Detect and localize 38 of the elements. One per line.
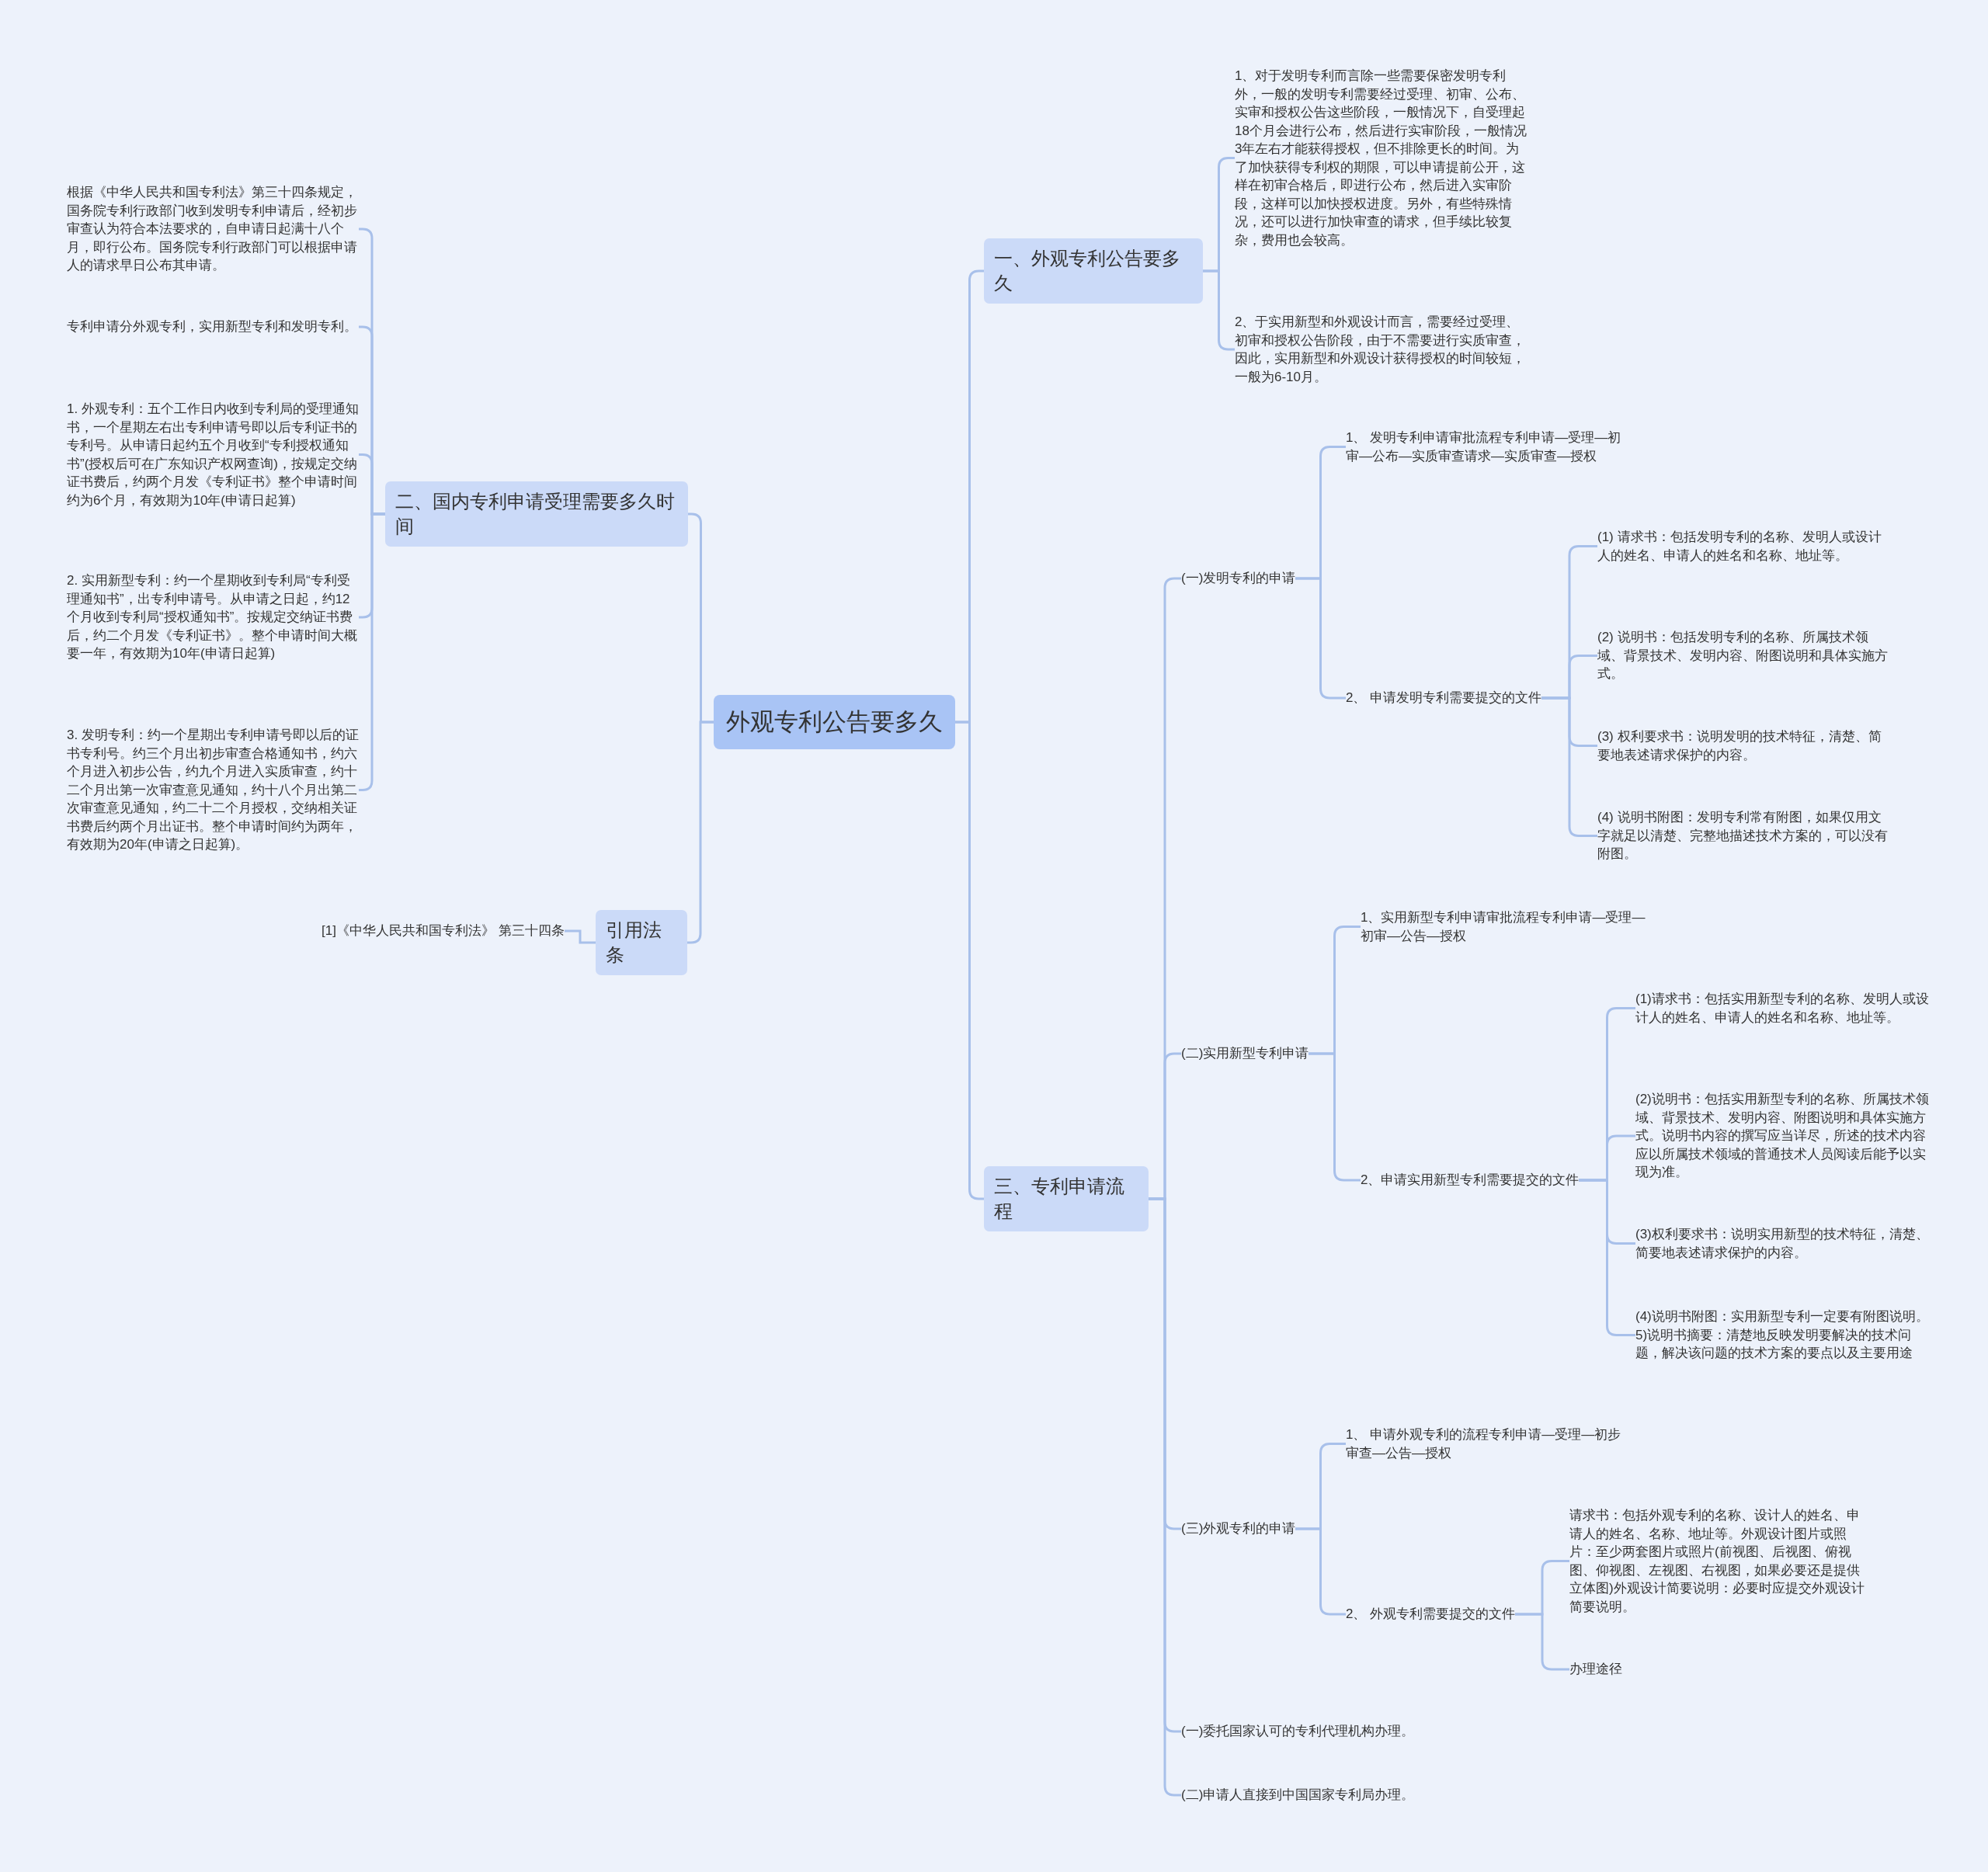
branch-text: (一)发明专利的申请 bbox=[1181, 569, 1296, 588]
topic-box: 二、国内专利申请受理需要多久时间 bbox=[385, 481, 688, 547]
branch-text: (3)权利要求书：说明实用新型的技术特征，清楚、简要地表述请求保护的内容。 bbox=[1635, 1225, 1931, 1262]
connector-line bbox=[1541, 696, 1597, 837]
connector-line bbox=[565, 929, 596, 944]
topic-box: 引用法条 bbox=[596, 910, 687, 975]
connector-line bbox=[1579, 1179, 1635, 1336]
connector-line bbox=[1515, 1613, 1569, 1671]
topic-box: 三、专利申请流程 bbox=[984, 1166, 1149, 1231]
central-topic-box: 外观专利公告要多久 bbox=[714, 695, 955, 749]
branch-text: (2) 说明书：包括发明专利的名称、所属技术领域、背景技术、发明内容、附图说明和具体实施方式。 bbox=[1597, 628, 1892, 683]
branch-text: 1、对于发明专利而言除一些需要保密发明专利外，一般的发明专利需要经过受理、初审、公布、实审和授权公告这些阶段，一般情况下，自受理起18个月会进行公布，然后进行实审阶段，一般情况3年左右才能获得授权，但不排除更长的时间。为了加快获得专利权的期限，可以申请提前公开，这样在初审合格后，即进行公布，然后进入实审阶段，这样可以加快授权进度。另外，有些特殊情况，还可以进行加快审查的请求，但手续比较复杂，费用也会较高。 bbox=[1235, 67, 1530, 249]
branch-text: [1]《中华人民共和国专利法》 第三十四条 bbox=[321, 922, 565, 940]
branch-text: (1) 请求书：包括发明专利的名称、发明人或设计人的姓名、申请人的姓名和名称、地址等。 bbox=[1597, 528, 1892, 564]
topic-box: 一、外观专利公告要多久 bbox=[984, 238, 1203, 304]
branch-text: 3. 发明专利：约一个星期出专利申请号即以后的证书专利号。约三个月出初步审查合格通知书，约六个月进入初步公告，约九个月进入实质审查，约十二个月出第一次审查意见通知，约十八个月出第二次审查意见通知，约二十二个月授权，交纳相关证书费后约两个月出证书。整个申请时间约为两年，有效期为20年(申请之日起算)。 bbox=[67, 726, 359, 854]
branch-text: (3) 权利要求书：说明发明的技术特征，清楚、简要地表述请求保护的内容。 bbox=[1597, 728, 1892, 764]
branch-text: (4)说明书附图：实用新型专利一定要有附图说明。5)说明书摘要：清楚地反映发明要解决的技术问题，解决该问题的技术方案的要点以及主要用途 bbox=[1635, 1308, 1931, 1363]
branch-text: (4) 说明书附图：发明专利常有附图，如果仅用文字就足以清楚、完整地描述技术方案的，可以没有附图。 bbox=[1597, 808, 1892, 863]
branch-text: 1、 申请外观专利的流程专利申请—受理—初步审查—公告—授权 bbox=[1346, 1426, 1629, 1462]
branch-text: 2、 申请发明专利需要提交的文件 bbox=[1346, 689, 1542, 707]
branch-text: (1)请求书：包括实用新型专利的名称、发明人或设计人的姓名、申请人的姓名和名称、地址等。 bbox=[1635, 990, 1931, 1026]
branch-text: (二)申请人直接到中国国家专利局办理。 bbox=[1181, 1786, 1415, 1804]
branch-text: 1. 外观专利：五个工作日内收到专利局的受理通知书，一个星期左右出专利申请号即以后专利证书的专利号。从申请日起约五个月收到“专利授权通知书”(授权后可在广东知识产权网查询)，按规定交纳证书费后，约两个月发《专利证书》整个申请时间约为6个月，有效期为10年(申请日起算) bbox=[67, 400, 359, 509]
branch-text: 请求书：包括外观专利的名称、设计人的姓名、申请人的姓名、名称、地址等。外观设计图片或照片：至少两套图片或照片(前视图、后视图、俯视图、仰视图、左视图、右视图，如果必要还是提供立体图)外观设计简要说明：必要时应提交外观设计简要说明。 bbox=[1569, 1506, 1865, 1616]
branch-text: 2、于实用新型和外观设计而言，需要经过受理、初审和授权公告阶段，由于不需要进行实质审查，因此，实用新型和外观设计获得授权的时间较短，一般为6-10月。 bbox=[1235, 313, 1530, 386]
branch-text: (一)委托国家认可的专利代理机构办理。 bbox=[1181, 1722, 1415, 1741]
branch-text: 2、 外观专利需要提交的文件 bbox=[1346, 1605, 1516, 1624]
branch-text: 专利申请分外观专利，实用新型专利和发明专利。 bbox=[67, 318, 359, 336]
branch-text: 根据《中华人民共和国专利法》第三十四条规定，国务院专利行政部门收到发明专利申请后，经初步审查认为符合本法要求的，自申请日起满十八个月，即行公布。国务院专利行政部门可以根据申请人的请求早日公布其申请。 bbox=[67, 183, 359, 275]
branch-text: 2、申请实用新型专利需要提交的文件 bbox=[1361, 1171, 1580, 1190]
branch-text: (三)外观专利的申请 bbox=[1181, 1519, 1296, 1538]
branch-text: 1、 发明专利申请审批流程专利申请—受理—初审—公布—实质审查请求—实质审查—授权 bbox=[1346, 429, 1629, 465]
branch-text: (2)说明书：包括实用新型专利的名称、所属技术领域、背景技术、发明内容、附图说明和具体实施方式。说明书内容的撰写应当详尽，所述的技术内容应以所属技术领域的普通技术人员阅读后能予以实现为准。 bbox=[1635, 1090, 1931, 1182]
branch-text: 办理途径 bbox=[1569, 1660, 1622, 1679]
branch-text: (二)实用新型专利申请 bbox=[1181, 1044, 1309, 1063]
branch-text: 1、实用新型专利申请审批流程专利申请—受理—初审—公告—授权 bbox=[1361, 908, 1649, 945]
branch-text: 2. 实用新型专利：约一个星期收到专利局“专利受理通知书”，出专利申请号。从申请之日起，约12个月收到专利局“授权通知书”。按规定交纳证书费后，约二个月发《专利证书》。整个申请时间大概要一年，有效期为10年(申请日起算) bbox=[67, 571, 359, 663]
